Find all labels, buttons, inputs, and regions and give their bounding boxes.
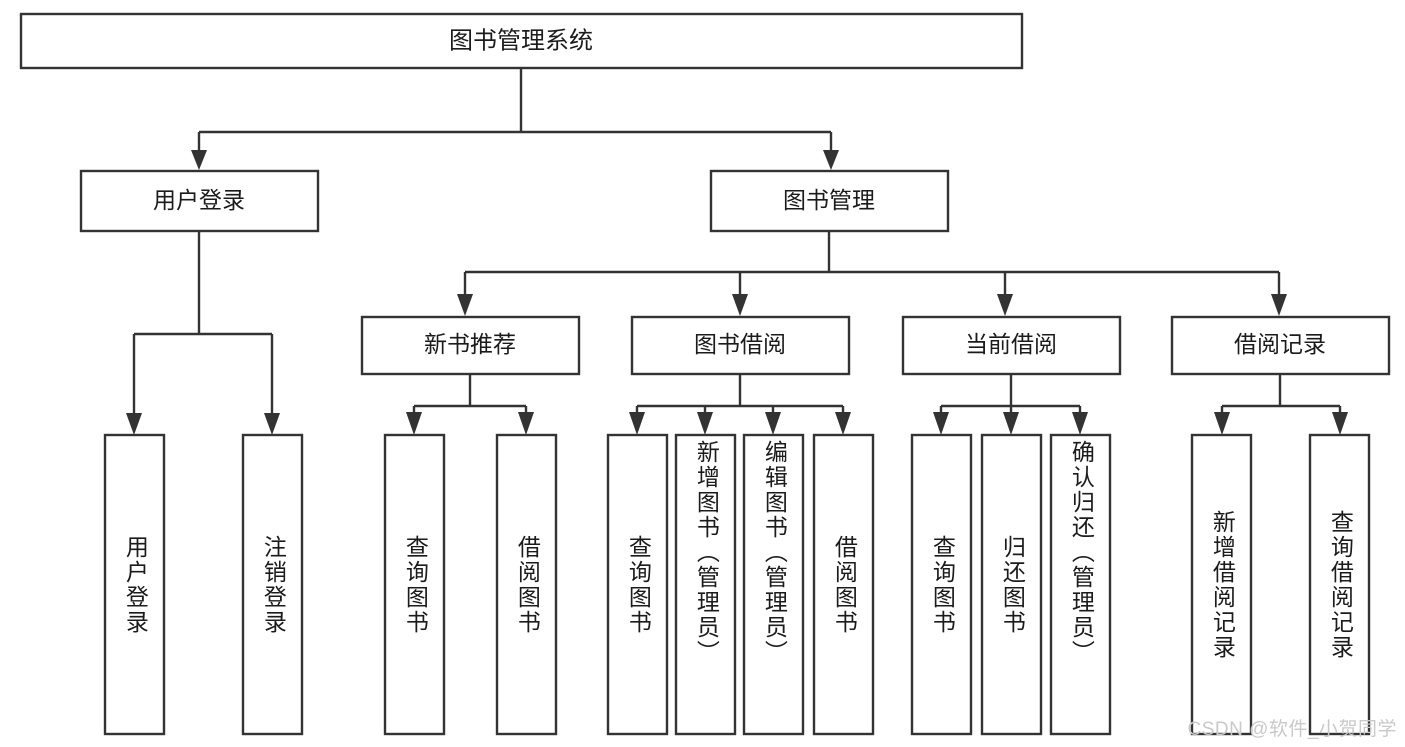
- connector-root-to-level2: [191, 68, 839, 170]
- node-root-box[interactable]: [19, 12, 1024, 70]
- leaf-box-book-borrow-2[interactable]: [742, 433, 805, 736]
- connector-new-book-recommend-to-leaves: [406, 374, 534, 435]
- arrow-head-icon: [406, 412, 422, 435]
- connector-user-login-to-leaves: [126, 231, 280, 435]
- connector-current-borrow-to-leaves: [933, 374, 1088, 435]
- arrow-head-icon: [1003, 412, 1019, 435]
- arrow-head-icon: [997, 294, 1013, 316]
- node-user-login[interactable]: 用户登录: [79, 169, 320, 233]
- arrow-head-icon: [457, 294, 473, 316]
- arrow-head-icon: [1332, 412, 1348, 435]
- arrow-head-icon: [1214, 412, 1230, 435]
- node-book-borrow-label: 图书借阅: [694, 331, 786, 357]
- arrow-head-icon: [629, 412, 645, 435]
- leaf-box-current-borrow-2[interactable]: [1049, 433, 1112, 736]
- leaf-box-book-borrow-3[interactable]: [812, 433, 875, 736]
- arrow-head-icon: [191, 150, 207, 170]
- node-current-borrow-label: 当前借阅: [965, 331, 1057, 357]
- node-current-borrow-box[interactable]: [901, 315, 1122, 376]
- arrow-head-icon: [1271, 294, 1287, 316]
- arrow-head-icon: [835, 412, 851, 435]
- leaf-box-user-login-0[interactable]: [103, 433, 166, 736]
- node-new-book-recommend-box[interactable]: [360, 315, 581, 376]
- arrow-head-icon: [823, 150, 839, 170]
- leaf-box-borrow-record-0[interactable]: [1190, 433, 1253, 736]
- leaf-box-user-login-1[interactable]: [241, 433, 304, 736]
- node-book-management-label: 图书管理: [783, 187, 875, 213]
- node-user-login-label: 用户登录: [153, 187, 245, 213]
- connector-borrow-record-to-leaves: [1214, 374, 1348, 435]
- node-new-book-recommend[interactable]: 新书推荐: [360, 315, 581, 376]
- node-book-management[interactable]: 图书管理: [709, 169, 950, 233]
- node-book-borrow[interactable]: 图书借阅: [630, 315, 851, 376]
- arrow-head-icon: [126, 413, 142, 435]
- node-borrow-record[interactable]: 借阅记录: [1170, 315, 1391, 376]
- node-root[interactable]: 图书管理系统: [19, 12, 1024, 70]
- arrow-head-icon: [933, 412, 949, 435]
- arrow-head-icon: [765, 412, 781, 435]
- leaf-box-book-borrow-0[interactable]: [606, 433, 669, 736]
- watermark-text: CSDN @软件_小贺同学: [1187, 719, 1397, 740]
- leaf-box-borrow-record-1[interactable]: [1308, 433, 1371, 736]
- node-current-borrow[interactable]: 当前借阅: [901, 315, 1122, 376]
- connector-book-borrow-to-leaves: [629, 374, 851, 435]
- leaf-box-new-book-1[interactable]: [495, 433, 558, 736]
- arrow-head-icon: [518, 412, 534, 435]
- arrow-head-icon: [697, 412, 713, 435]
- arrow-head-icon: [1072, 412, 1088, 435]
- connector-book-management-to-level3: [457, 231, 1287, 316]
- leaf-box-current-borrow-0[interactable]: [910, 433, 973, 736]
- leaf-box-current-borrow-1[interactable]: [980, 433, 1043, 736]
- node-borrow-record-label: 借阅记录: [1234, 331, 1326, 357]
- node-new-book-recommend-label: 新书推荐: [424, 331, 516, 357]
- leaf-box-book-borrow-1[interactable]: [674, 433, 737, 736]
- leaf-box-new-book-0[interactable]: [383, 433, 446, 736]
- arrow-head-icon: [264, 413, 280, 435]
- node-root-label: 图书管理系统: [449, 27, 593, 54]
- arrow-head-icon: [732, 294, 748, 316]
- node-user-login-box[interactable]: [79, 169, 320, 233]
